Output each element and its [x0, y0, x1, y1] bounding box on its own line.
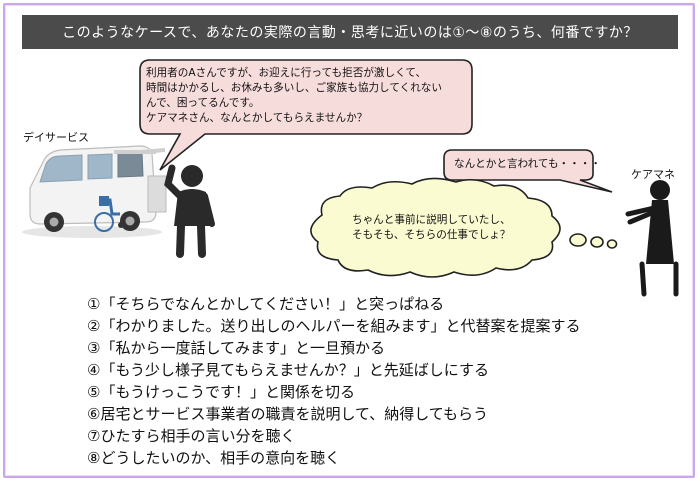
day-service-speech-bubble: [139, 59, 473, 171]
speech-line: 利用者のAさんですが、お迎えに行っても拒否が激しくて、: [146, 67, 427, 79]
slide-frame: [3, 3, 695, 478]
speech-line: んで、困ってるんです。: [146, 97, 260, 109]
option-5: ⑤「もうけっこうです！」と関係を切る: [87, 383, 355, 401]
care-manager-speech-bubble: [443, 149, 613, 193]
care-manager-speech-text: なんとかと言われても・・・・: [454, 158, 601, 170]
option-6: ⑥居宅とサービス事業者の職責を説明して、納得してもらう: [87, 405, 489, 423]
speech-line: 時間はかかるし、お休みも多いし、ご家族も協力してくれない: [146, 82, 442, 94]
thought-line: ちゃんと事前に説明していたし、: [352, 214, 511, 226]
day-service-label: デイサービス: [23, 131, 89, 144]
option-7: ⑦ひたすら相手の言い分を聴く: [87, 427, 296, 445]
day-service-staff-figure: [164, 164, 215, 258]
option-1: ①「そちらでなんとかしてください！」と突っぱねる: [87, 295, 445, 313]
option-4: ④「もう少し様子見てもらえませんか？」と先延ばしにする: [87, 361, 489, 379]
slide-title-text: このようなケースで、あなたの実際の言動・思考に近いのは①～⑧のうち、何番ですか？: [62, 25, 638, 41]
slide-title: このようなケースで、あなたの実際の言動・思考に近いのは①～⑧のうち、何番ですか？: [22, 15, 678, 49]
speech-line: ケアマネさん、なんとかしてもらえませんか？: [146, 112, 368, 124]
option-2: ②「わかりました。送り出しのヘルパーを組みます」と代替案を提案する: [87, 317, 581, 335]
van-illustration: [22, 145, 167, 238]
care-manager-label: ケアマネ: [631, 168, 675, 181]
option-8: ⑧どうしたいのか、相手の意向を聴く: [87, 449, 341, 467]
care-manager-figure: [625, 180, 679, 297]
care-manager-thought-cloud: [310, 177, 618, 278]
thought-line: そもそも、そちらの仕事でしょ？: [352, 229, 511, 241]
option-3: ③「私から一度話してみます」と一旦預かる: [87, 339, 385, 357]
